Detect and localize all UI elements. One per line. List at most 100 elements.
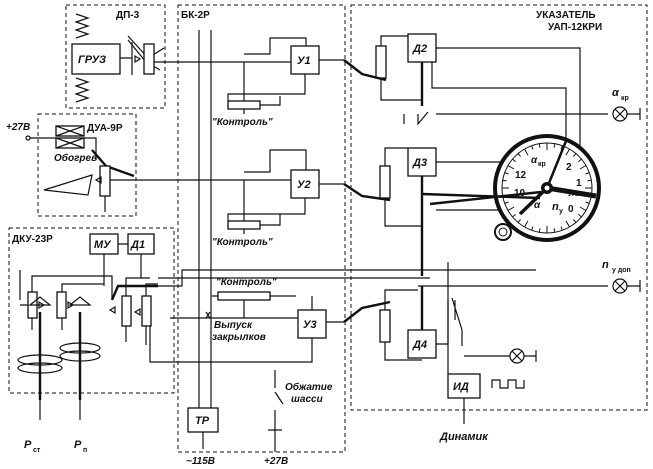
v115-label: ~115В	[186, 456, 215, 467]
gauge-tick-0: 0	[568, 204, 574, 215]
dp3-sensor: ГРУЗ	[71, 13, 165, 103]
svg-text:P: P	[74, 439, 82, 451]
gauge-tick-mark	[578, 214, 582, 218]
svg-text:кр: кр	[538, 161, 546, 168]
gruz-label: ГРУЗ	[78, 54, 106, 66]
obogrev-label: Обогрев	[54, 152, 97, 164]
gauge-needle-alpha	[518, 186, 549, 216]
gauge-tick-mark	[524, 148, 529, 156]
svg-text:y: y	[559, 208, 563, 215]
d4-label: Д4	[412, 339, 427, 351]
gauge-tick-mark	[538, 228, 541, 233]
kontrol-3-label: "Контроль"	[216, 277, 277, 288]
gauge-tick-2: 2	[566, 162, 572, 173]
svg-text:п: п	[83, 447, 87, 454]
svg-text:кр: кр	[621, 95, 629, 102]
kontrol-2-pot	[227, 220, 261, 230]
dp3-enclosure	[65, 4, 166, 109]
gauge-tick-mark	[538, 143, 541, 148]
p-p-label: P п	[74, 439, 87, 454]
u2-label: У2	[297, 179, 311, 191]
alpha-kr-label: α кр	[612, 87, 629, 102]
svg-text:y доп: y доп	[612, 267, 631, 274]
gauge-tick-mark	[517, 153, 521, 157]
kontrol-1-label: "Контроль"	[212, 117, 273, 128]
u3-label: У3	[303, 319, 317, 331]
gauge-tick-mark	[565, 220, 570, 228]
gauge-tick-mark	[560, 145, 563, 150]
d3-label: Д3	[412, 157, 427, 169]
dp3-title: ДП-3	[116, 10, 140, 21]
d2-label: Д2	[412, 43, 427, 55]
gauge-tick-mark	[585, 201, 590, 204]
indicator-title-line2: УАП-12КРИ	[548, 22, 602, 33]
gauge-needle-ny	[546, 185, 597, 199]
u1-label: У1	[297, 55, 311, 67]
dua9r-enclosure	[37, 113, 137, 217]
kontrol-3-pot	[217, 291, 271, 301]
svg-text:α: α	[612, 87, 620, 99]
gauge-tick-mark	[531, 145, 534, 150]
mu-label: МУ	[94, 239, 112, 251]
obzhatie-label-2: шасси	[291, 394, 323, 405]
bk2r-enclosure	[177, 4, 346, 453]
gauge-ny: n y	[552, 201, 563, 215]
p-st-label: P ст	[24, 439, 41, 454]
id-label: ИД	[453, 381, 469, 393]
gauge-tick-mark	[553, 143, 556, 148]
tr-label: ТР	[195, 415, 210, 427]
gauge-tick-1: 1	[576, 178, 582, 189]
u3-block[interactable]	[297, 309, 327, 339]
gauge-tick-mark	[524, 220, 529, 228]
v27-bottom-label: +27В	[264, 456, 288, 467]
gauge-tick-mark	[504, 172, 509, 175]
gauge-alpha-kr: α кр	[531, 155, 546, 168]
gauge-tick-mark	[517, 219, 521, 223]
gauge-tick-mark	[531, 226, 534, 231]
indicator-title-line1: УКАЗАТЕЛЬ	[536, 10, 596, 21]
dinamik-label: Динамик	[439, 431, 489, 443]
gauge-tick-mark	[587, 179, 592, 182]
gauge-alpha: α	[534, 200, 541, 211]
svg-text:n: n	[552, 201, 559, 213]
gauge-tick-mark	[560, 226, 563, 231]
bk2r-title: БК-2Р	[181, 10, 210, 21]
gauge-tick-mark	[578, 158, 582, 162]
v27-top-label: +27В	[6, 122, 30, 133]
dku23r-title: ДКУ-23Р	[12, 234, 53, 245]
svg-text:n: n	[602, 259, 609, 271]
kontrol-2-label: "Контроль"	[212, 237, 273, 248]
gauge-tick-mark	[579, 165, 587, 170]
gauge-tick-mark	[504, 201, 509, 204]
svg-text:P: P	[24, 439, 32, 451]
uap-gauge: 12 10 2 1 0 α кр α n y УАП	[493, 134, 601, 242]
gauge-tick-12: 12	[515, 170, 527, 181]
id-block	[447, 373, 481, 399]
dua9r-sensor: Обогрев +27В	[6, 122, 136, 212]
gauge-tick-mark	[512, 158, 516, 162]
d1-label: Д1	[130, 239, 145, 251]
gauge-tick-mark	[553, 228, 556, 233]
gauge-tick-mark	[512, 214, 516, 218]
dku23r-enclosure	[8, 227, 175, 394]
gauge-tick-mark	[507, 165, 515, 170]
vypusk-label-1: Выпуск	[214, 320, 253, 331]
landing-gear-switch[interactable]	[268, 370, 284, 431]
svg-text:α: α	[531, 155, 538, 166]
dua9r-title: ДУА-9Р	[87, 123, 123, 134]
gauge-tick-mark	[565, 148, 570, 156]
gauge-tick-mark	[507, 206, 515, 211]
gauge-tick-mark	[585, 172, 590, 175]
d3-block	[407, 147, 437, 177]
vypusk-label-2: закрылков	[212, 332, 266, 343]
gauge-tick-mark	[502, 179, 507, 182]
gauge-tick-mark	[573, 153, 577, 157]
dku23r-sensor: МУ Д1	[17, 233, 158, 400]
indicator-enclosure	[350, 4, 648, 411]
kontrol-1-pot	[227, 100, 261, 110]
pulse-train	[491, 379, 525, 389]
obzhatie-label-1: Обжатие	[285, 381, 333, 393]
svg-text:ст: ст	[33, 447, 41, 454]
gauge-tick-mark	[573, 219, 577, 223]
